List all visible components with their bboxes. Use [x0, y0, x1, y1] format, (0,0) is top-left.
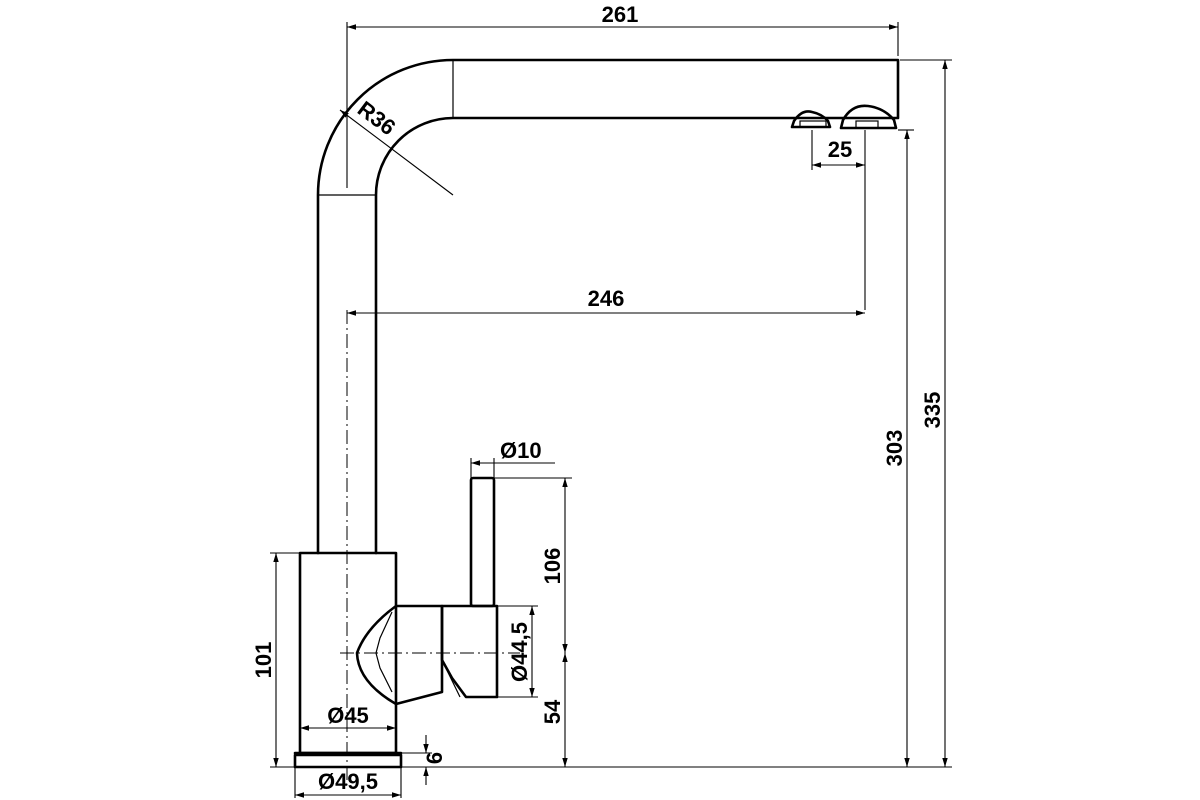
aerator-right-tip	[855, 120, 879, 129]
dim-flange-height-label: 6	[422, 752, 447, 764]
dim-spray-width-label: 25	[828, 137, 852, 162]
dim-lever-height-label: 106	[540, 548, 565, 585]
dim-handle-axis-height-label: 54	[540, 699, 565, 724]
dim-body-diameter-label: Ø44,5	[507, 622, 532, 682]
dim-base-height-label: 101	[251, 642, 276, 679]
dimensions: 261 R36 25 246 335 303 Ø10 106	[251, 2, 952, 798]
dim-spout-reach-label: 246	[588, 286, 625, 311]
aerator-left	[790, 110, 832, 129]
handle-knob-seam	[441, 659, 461, 698]
dim-overall-height-label: 335	[920, 392, 945, 429]
dim-inner-diameter-label: Ø45	[327, 703, 369, 728]
handle-cartridge	[355, 604, 444, 706]
center-lines	[340, 310, 520, 785]
aerator-left-tip	[799, 120, 827, 128]
dim-bend-radius	[339, 109, 454, 196]
dim-overall-width-label: 261	[602, 2, 639, 27]
dim-flange-diameter-label: Ø49,5	[318, 769, 378, 794]
dim-lever-diameter-label: Ø10	[500, 438, 542, 463]
aerator-right	[839, 104, 898, 130]
dim-bend-radius-label: R36	[353, 96, 400, 140]
handle-lever	[469, 476, 496, 608]
handle-knob	[440, 604, 499, 699]
flange-ring	[293, 753, 403, 769]
dim-spout-height-label: 303	[882, 430, 907, 467]
faucet-outline	[293, 58, 900, 769]
handle-cartridge-inner	[375, 611, 393, 693]
